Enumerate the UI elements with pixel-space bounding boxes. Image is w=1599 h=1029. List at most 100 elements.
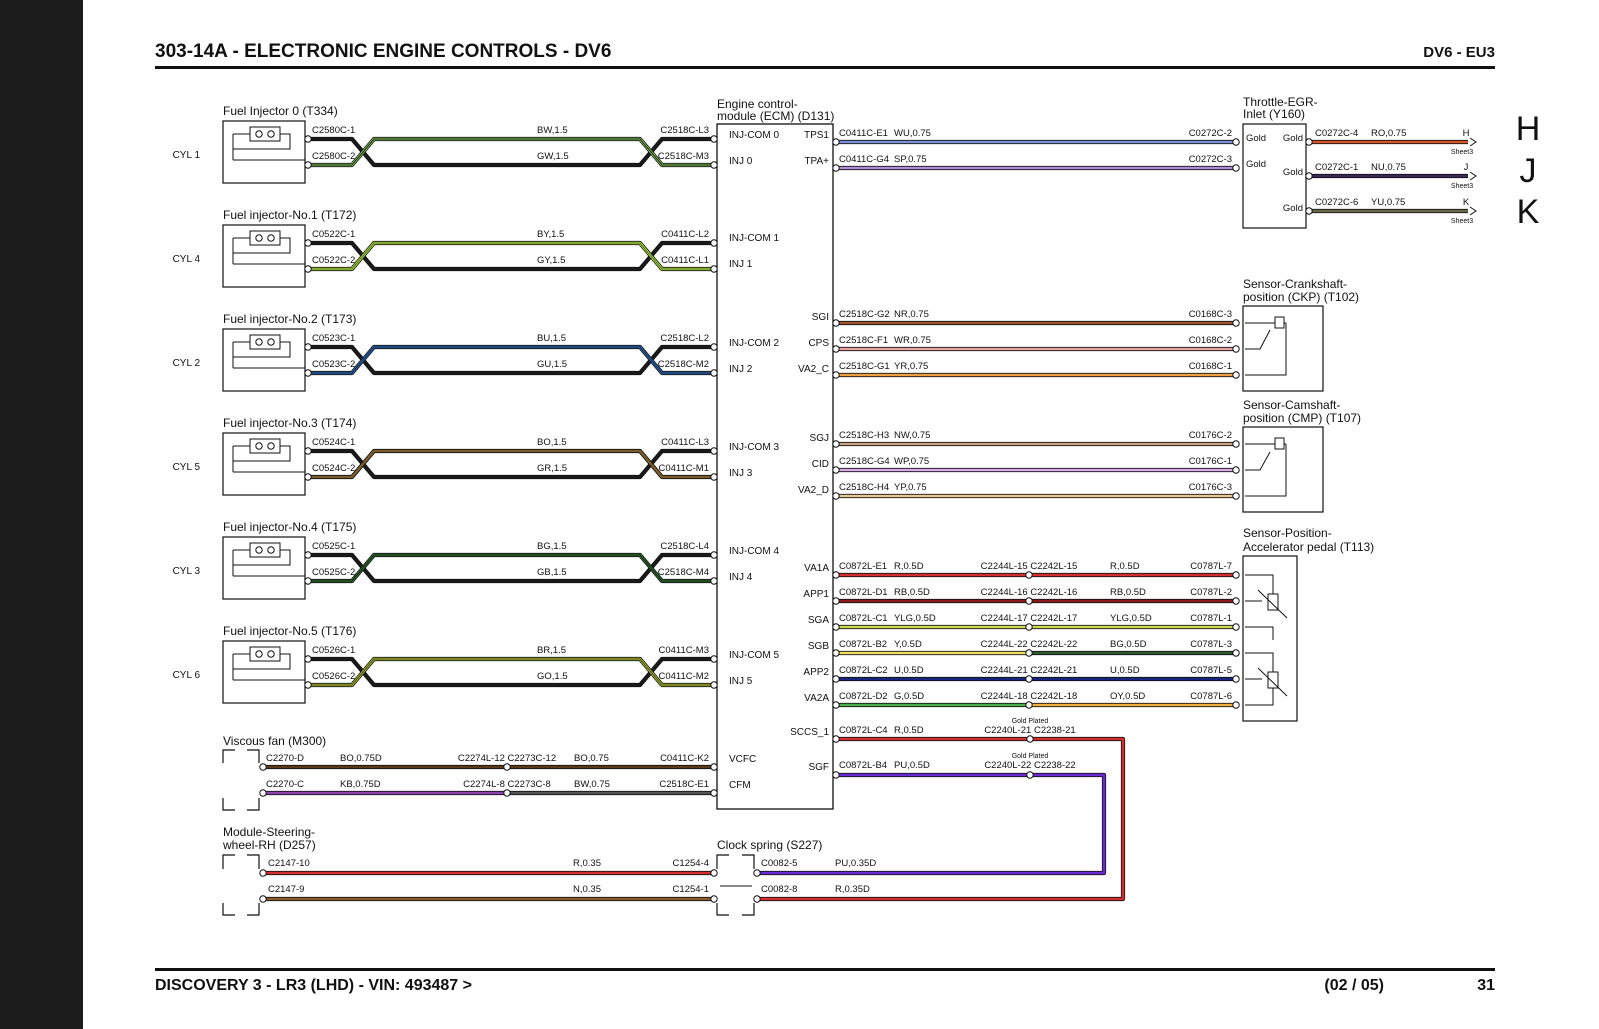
wire-label: BR,1.5 <box>537 645 566 656</box>
app-potentiometer-symbol <box>1245 574 1274 706</box>
wire-label: PU,0.35D <box>835 858 876 869</box>
connector-label: C0787L-7 <box>1190 561 1232 572</box>
connector-label: C0411C-K2 <box>660 753 709 764</box>
wire-label: GR,1.5 <box>537 463 567 474</box>
coil-terminal <box>267 130 275 138</box>
injector-title: Fuel Injector 0 (T334) <box>223 104 338 118</box>
connector-label: C0411C-M1 <box>658 463 709 474</box>
ecm-pin-label: TPS1 <box>804 130 829 141</box>
cylinder-label: CYL 6 <box>173 670 201 681</box>
fuel-injector-circuits: Fuel Injector 0 (T334)CYL 1C2580C-1C2580… <box>173 104 718 704</box>
footer-rule <box>155 968 1495 971</box>
wire-label: GB,1.5 <box>537 567 567 578</box>
sensor-element <box>1274 316 1285 329</box>
connector-pin <box>304 681 312 689</box>
connector-pin <box>1232 492 1240 500</box>
wire-label: BO,0.75D <box>340 753 382 764</box>
injector-symbol <box>249 230 281 246</box>
potentiometer-track <box>1267 671 1279 689</box>
ecm-pin-label: VA2_C <box>798 364 829 375</box>
connector-label: C0272C-3 <box>1189 154 1232 165</box>
connector-pin <box>259 789 267 797</box>
injector-box <box>222 536 306 600</box>
connector-pin <box>1232 440 1240 448</box>
connector-label: C0524C-1 <box>312 437 355 448</box>
connector-label: C2518C-E1 <box>659 779 709 790</box>
connector-label: C0523C-2 <box>312 359 355 370</box>
engine-variant: DV6 - EU3 <box>1423 44 1495 61</box>
wire-label: WU,0.75 <box>894 128 931 139</box>
sheet-ref: Sheet3 <box>1451 218 1473 225</box>
connector-label: C0524C-2 <box>312 463 355 474</box>
connector-pin <box>832 701 840 709</box>
ecm-pin-label: CID <box>812 459 829 470</box>
connector-label: C0872L-D2 <box>839 691 888 702</box>
connector-label: C0872L-E1 <box>839 561 887 572</box>
inline-connector <box>1025 623 1033 631</box>
sheet-ref: Sheet3 <box>1451 183 1473 190</box>
connector-label: C0411C-L3 <box>661 437 709 448</box>
wire-label: G,0.5D <box>894 691 924 702</box>
side-letter-j: J <box>1520 152 1537 190</box>
gold-plated-note: Gold Plated <box>1012 718 1049 725</box>
ecm-pin-label: INJ-COM 4 <box>729 546 779 557</box>
connector-label: C0168C-1 <box>1189 361 1232 372</box>
sccs-wire <box>757 737 1125 901</box>
sheet-arrow <box>1469 171 1477 181</box>
side-letter-h: H <box>1516 110 1541 148</box>
connector-pin <box>1232 371 1240 379</box>
wire-label: RB,0.5D <box>1110 587 1146 598</box>
gold-pin-label: Gold <box>1283 203 1303 214</box>
connector-label: C0411C-L2 <box>661 229 709 240</box>
connector-label: C0787L-3 <box>1190 639 1232 650</box>
wiring-diagram: 303-14A - ELECTRONIC ENGINE CONTROLS - D… <box>155 41 1541 994</box>
throttle-title-line2: Inlet (Y160) <box>1243 107 1305 121</box>
connector-label: C0411C-G4 <box>839 154 889 165</box>
side-letter-k: K <box>1517 193 1540 231</box>
wire-label: R,0.5D <box>894 725 924 736</box>
connector-pin <box>710 265 718 273</box>
wire-label: RO,0.75 <box>1371 128 1406 139</box>
connector-label: C1254-4 <box>673 858 709 869</box>
injector-wire-stripe <box>310 554 712 582</box>
wire-label: GW,1.5 <box>537 151 569 162</box>
wire-label: N,0.35 <box>573 884 601 895</box>
injector-4: Fuel injector-No.4 (T175)CYL 3C0525C-1C0… <box>173 520 718 600</box>
connector-pin <box>753 869 761 877</box>
connector-label: C0411C-E1 <box>839 128 888 139</box>
cylinder-label: CYL 5 <box>173 462 201 473</box>
wire-label: OY,0.5D <box>1110 691 1145 702</box>
connector-label: C0872L-D1 <box>839 587 888 598</box>
wiring-diagram-sheet: 303-14A - ELECTRONIC ENGINE CONTROLS - D… <box>83 0 1599 1029</box>
connector-pin <box>832 466 840 474</box>
connector-pin <box>304 265 312 273</box>
clock-spring-title: Clock spring (S227) <box>717 838 822 852</box>
connector-pin <box>304 655 312 663</box>
connector-pin <box>259 895 267 903</box>
wire-label: BO,0.75 <box>574 753 609 764</box>
connector-label: C0168C-3 <box>1189 309 1232 320</box>
ecm-pin-label: INJ 1 <box>729 259 753 270</box>
connector-label: C2518C-F1 <box>839 335 888 346</box>
wire-label: KB,0.75D <box>340 779 381 790</box>
cmp-sensor-symbol <box>1245 443 1287 497</box>
coil-terminal <box>267 650 275 658</box>
injector-symbol <box>249 646 281 662</box>
vehicle-info: DISCOVERY 3 - LR3 (LHD) - VIN: 493487 > <box>155 977 472 994</box>
ecm-pin-label: SGF <box>808 762 829 773</box>
connector-pin <box>832 735 840 743</box>
injector-wire-stripe <box>310 658 712 686</box>
ecm-pin-label: INJ 0 <box>729 156 753 167</box>
connector-pin <box>1305 207 1313 215</box>
wire-label: BG,0.5D <box>1110 639 1147 650</box>
connector-label: C0168C-2 <box>1189 335 1232 346</box>
wire-label: R,0.35D <box>835 884 870 895</box>
connector-pin <box>710 655 718 663</box>
injector-5: Fuel injector-No.5 (T176)CYL 6C0526C-1C0… <box>173 624 718 704</box>
connector-label: C2580C-1 <box>312 125 355 136</box>
connector-pin <box>710 789 718 797</box>
wire-label: YLG,0.5D <box>894 613 936 624</box>
injector-wire-top <box>310 241 712 271</box>
